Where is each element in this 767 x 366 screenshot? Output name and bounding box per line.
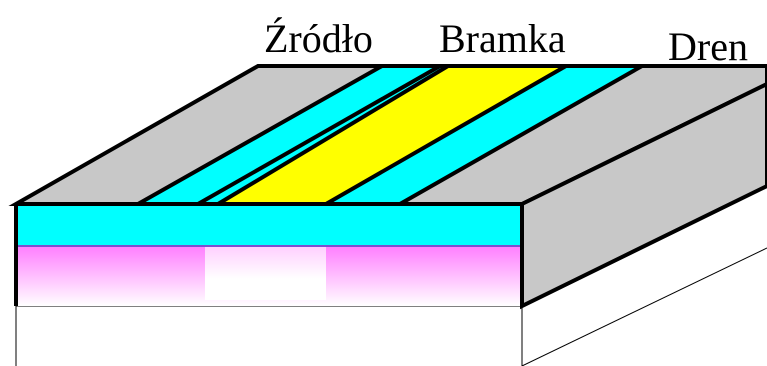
front-face-outline bbox=[14, 202, 524, 306]
source-label: Źródło bbox=[264, 16, 373, 61]
oxide-front-layer bbox=[16, 204, 522, 246]
gate-label: Bramka bbox=[439, 16, 566, 61]
drain-label: Dren bbox=[668, 24, 748, 69]
oxide-edge-lines bbox=[197, 64, 642, 206]
channel-region bbox=[205, 247, 326, 300]
